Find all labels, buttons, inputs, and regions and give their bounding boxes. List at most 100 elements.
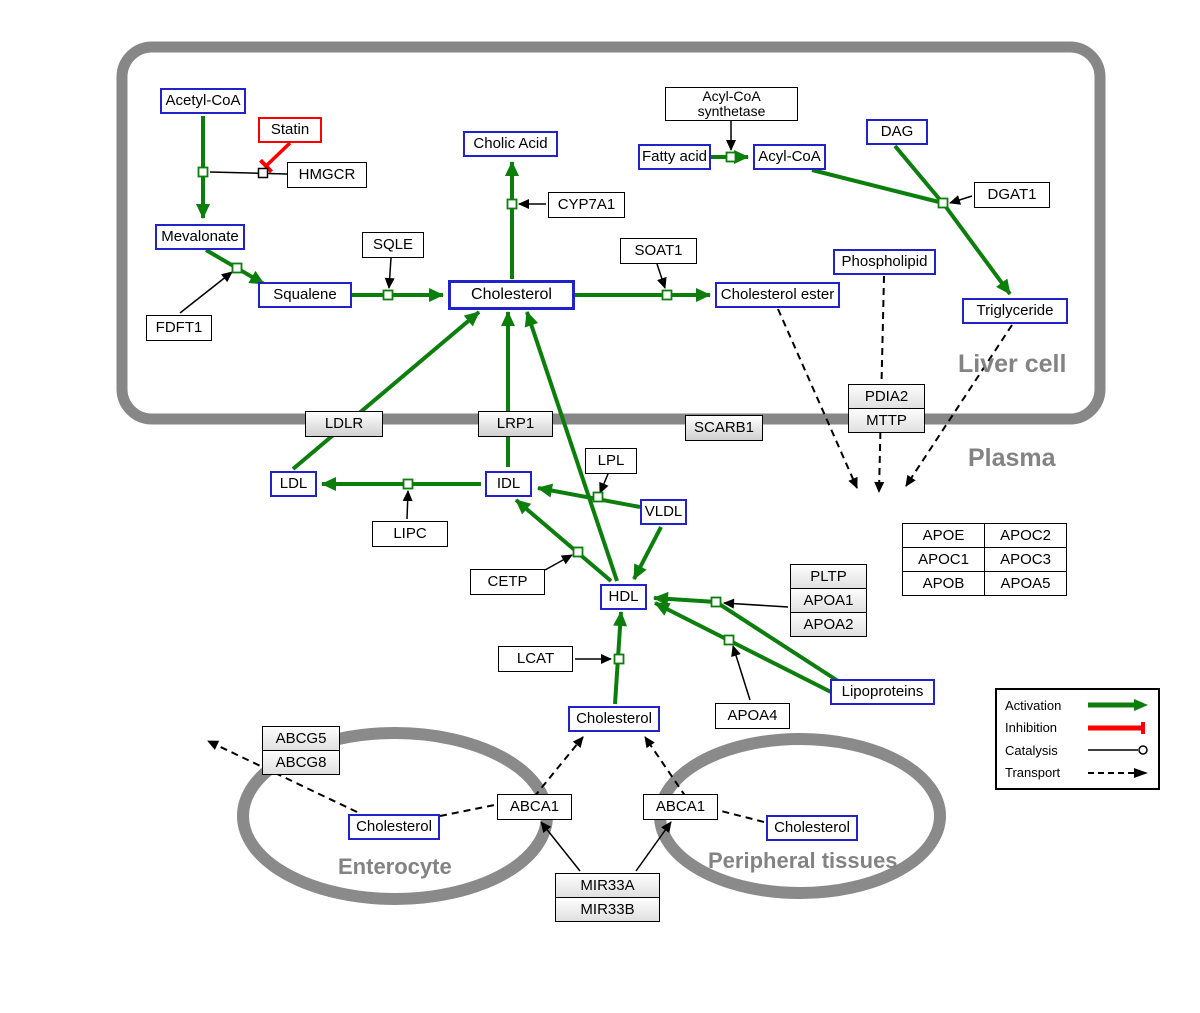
node-cholesterol-enterocyte[interactable]: Cholesterol: [348, 814, 440, 840]
edge-lipoproteins-to-hdl-lower: [654, 601, 834, 695]
catalysis-edges: [179, 119, 973, 872]
node-hdl[interactable]: HDL: [600, 584, 647, 610]
reaction-node: [506, 198, 518, 210]
node-sqle[interactable]: SQLE: [362, 232, 424, 258]
node-apoc1[interactable]: APOC1: [902, 547, 985, 572]
cat-mir33-abca1-left: [540, 821, 581, 872]
node-apoa2[interactable]: APOA2: [790, 612, 867, 637]
reaction-node: [197, 166, 209, 178]
node-apoe[interactable]: APOE: [902, 523, 985, 548]
legend-row-catalysis: Catalysis: [1005, 743, 1150, 758]
node-idl[interactable]: IDL: [485, 471, 532, 497]
reaction-node: [710, 596, 722, 608]
cat-lpl: [599, 473, 609, 494]
transport-dashed-arrow-icon: [1088, 767, 1148, 778]
activation-arrow-icon: [1088, 699, 1148, 712]
legend-transport-label: Transport: [1005, 765, 1061, 781]
reaction-node: [661, 289, 673, 301]
reaction-node: [937, 197, 949, 209]
node-abcg5[interactable]: ABCG5: [262, 726, 340, 751]
legend: Activation Inhibition Catalysis Transpor…: [995, 688, 1160, 790]
node-apoc2[interactable]: APOC2: [984, 523, 1067, 548]
reaction-node: [572, 546, 584, 558]
legend-catalysis-label: Catalysis: [1005, 742, 1058, 758]
node-phospholipid[interactable]: Phospholipid: [833, 249, 936, 275]
cat-soat1: [656, 263, 667, 289]
node-dag[interactable]: DAG: [866, 119, 928, 145]
node-apoc3[interactable]: APOC3: [984, 547, 1067, 572]
reaction-node: [723, 634, 735, 646]
node-ldl[interactable]: LDL: [270, 471, 317, 497]
node-lpl[interactable]: LPL: [585, 448, 637, 474]
edge-hdl-to-cholesterol: [524, 311, 619, 582]
legend-row-inhibition: Inhibition: [1005, 720, 1150, 735]
node-scarb1[interactable]: SCARB1: [685, 415, 763, 441]
reaction-nodes: [197, 151, 949, 665]
catalysis-circle-icon: [1088, 745, 1148, 755]
legend-row-transport: Transport: [1005, 765, 1150, 780]
cat-sqle: [384, 257, 395, 289]
node-abcg8[interactable]: ABCG8: [262, 750, 340, 775]
node-fatty-acid[interactable]: Fatty acid: [638, 144, 711, 170]
node-acetyl-coa[interactable]: Acetyl-CoA: [160, 88, 246, 114]
node-acyl-coa-synthetase[interactable]: Acyl-CoA synthetase: [665, 87, 798, 121]
node-dgat1[interactable]: DGAT1: [974, 182, 1050, 208]
transport-enterocyte-cholesterol: [439, 736, 584, 817]
node-apoa4[interactable]: APOA4: [715, 703, 790, 729]
node-statin[interactable]: Statin: [258, 117, 322, 143]
node-ldlr[interactable]: LDLR: [305, 411, 383, 437]
node-vldl[interactable]: VLDL: [640, 499, 687, 525]
node-mttp[interactable]: MTTP: [848, 408, 925, 433]
node-pltp[interactable]: PLTP: [790, 564, 867, 589]
label-peripheral-tissues: Peripheral tissues: [708, 848, 898, 873]
complex-pdia2-mttp: PDIA2 MTTP: [848, 384, 925, 433]
legend-row-activation: Activation: [1005, 698, 1150, 713]
node-abca1-right[interactable]: ABCA1: [643, 794, 718, 820]
transport-triglyceride: [905, 324, 1013, 487]
node-fdft1[interactable]: FDFT1: [146, 315, 212, 341]
inhibition-statin-hmgcr: [259, 141, 292, 174]
node-lipoproteins[interactable]: Lipoproteins: [830, 679, 935, 705]
node-cholesterol-plasma[interactable]: Cholesterol: [568, 706, 660, 732]
edge-acylcoa-to-dgat1: [811, 168, 944, 205]
edge-dgat1-to-triglyceride: [941, 201, 1012, 296]
reaction-node: [382, 289, 394, 301]
node-apoa1[interactable]: APOA1: [790, 588, 867, 613]
node-cetp[interactable]: CETP: [470, 569, 545, 595]
node-hmgcr[interactable]: HMGCR: [287, 162, 367, 188]
reaction-node: [231, 262, 243, 274]
transport-abcg-efflux: [207, 740, 358, 813]
node-cholesterol-peripheral[interactable]: Cholesterol: [766, 815, 858, 841]
node-lipc[interactable]: LIPC: [372, 521, 448, 547]
acyl-coa-synthetase-line1: Acyl-CoA: [702, 88, 761, 105]
node-lcat[interactable]: LCAT: [498, 646, 573, 672]
node-acyl-coa[interactable]: Acyl-CoA: [753, 144, 826, 170]
node-lrp1[interactable]: LRP1: [478, 411, 553, 437]
transport-cholesterol-ester: [777, 308, 858, 489]
node-mir33b[interactable]: MIR33B: [555, 897, 660, 922]
label-liver-cell: Liver cell: [958, 350, 1067, 378]
node-apob[interactable]: APOB: [902, 571, 985, 596]
node-apoa5[interactable]: APOA5: [984, 571, 1067, 596]
complex-pltp-apoa1-apoa2: PLTP APOA1 APOA2: [790, 564, 867, 637]
cat-cetp: [544, 554, 573, 571]
complex-abcg5-abcg8: ABCG5 ABCG8: [262, 726, 340, 775]
node-cholesterol-liver[interactable]: Cholesterol: [448, 280, 575, 310]
node-squalene[interactable]: Squalene: [258, 282, 352, 308]
node-mir33a[interactable]: MIR33A: [555, 873, 660, 898]
node-mevalonate[interactable]: Mevalonate: [155, 224, 245, 250]
node-cholic-acid[interactable]: Cholic Acid: [463, 131, 558, 157]
edge-hdl-to-idl: [514, 498, 613, 583]
node-pdia2[interactable]: PDIA2: [848, 384, 925, 409]
acyl-coa-synthetase-line2: synthetase: [697, 103, 766, 119]
node-cholesterol-ester[interactable]: Cholesterol ester: [715, 282, 840, 308]
node-soat1[interactable]: SOAT1: [620, 238, 697, 264]
node-abca1-left[interactable]: ABCA1: [497, 794, 572, 820]
reaction-node: [725, 151, 737, 163]
edge-vldl-to-idl: [537, 483, 641, 509]
node-cyp7a1[interactable]: CYP7A1: [548, 192, 625, 218]
node-triglyceride[interactable]: Triglyceride: [962, 298, 1068, 324]
label-enterocyte: Enterocyte: [338, 854, 452, 879]
